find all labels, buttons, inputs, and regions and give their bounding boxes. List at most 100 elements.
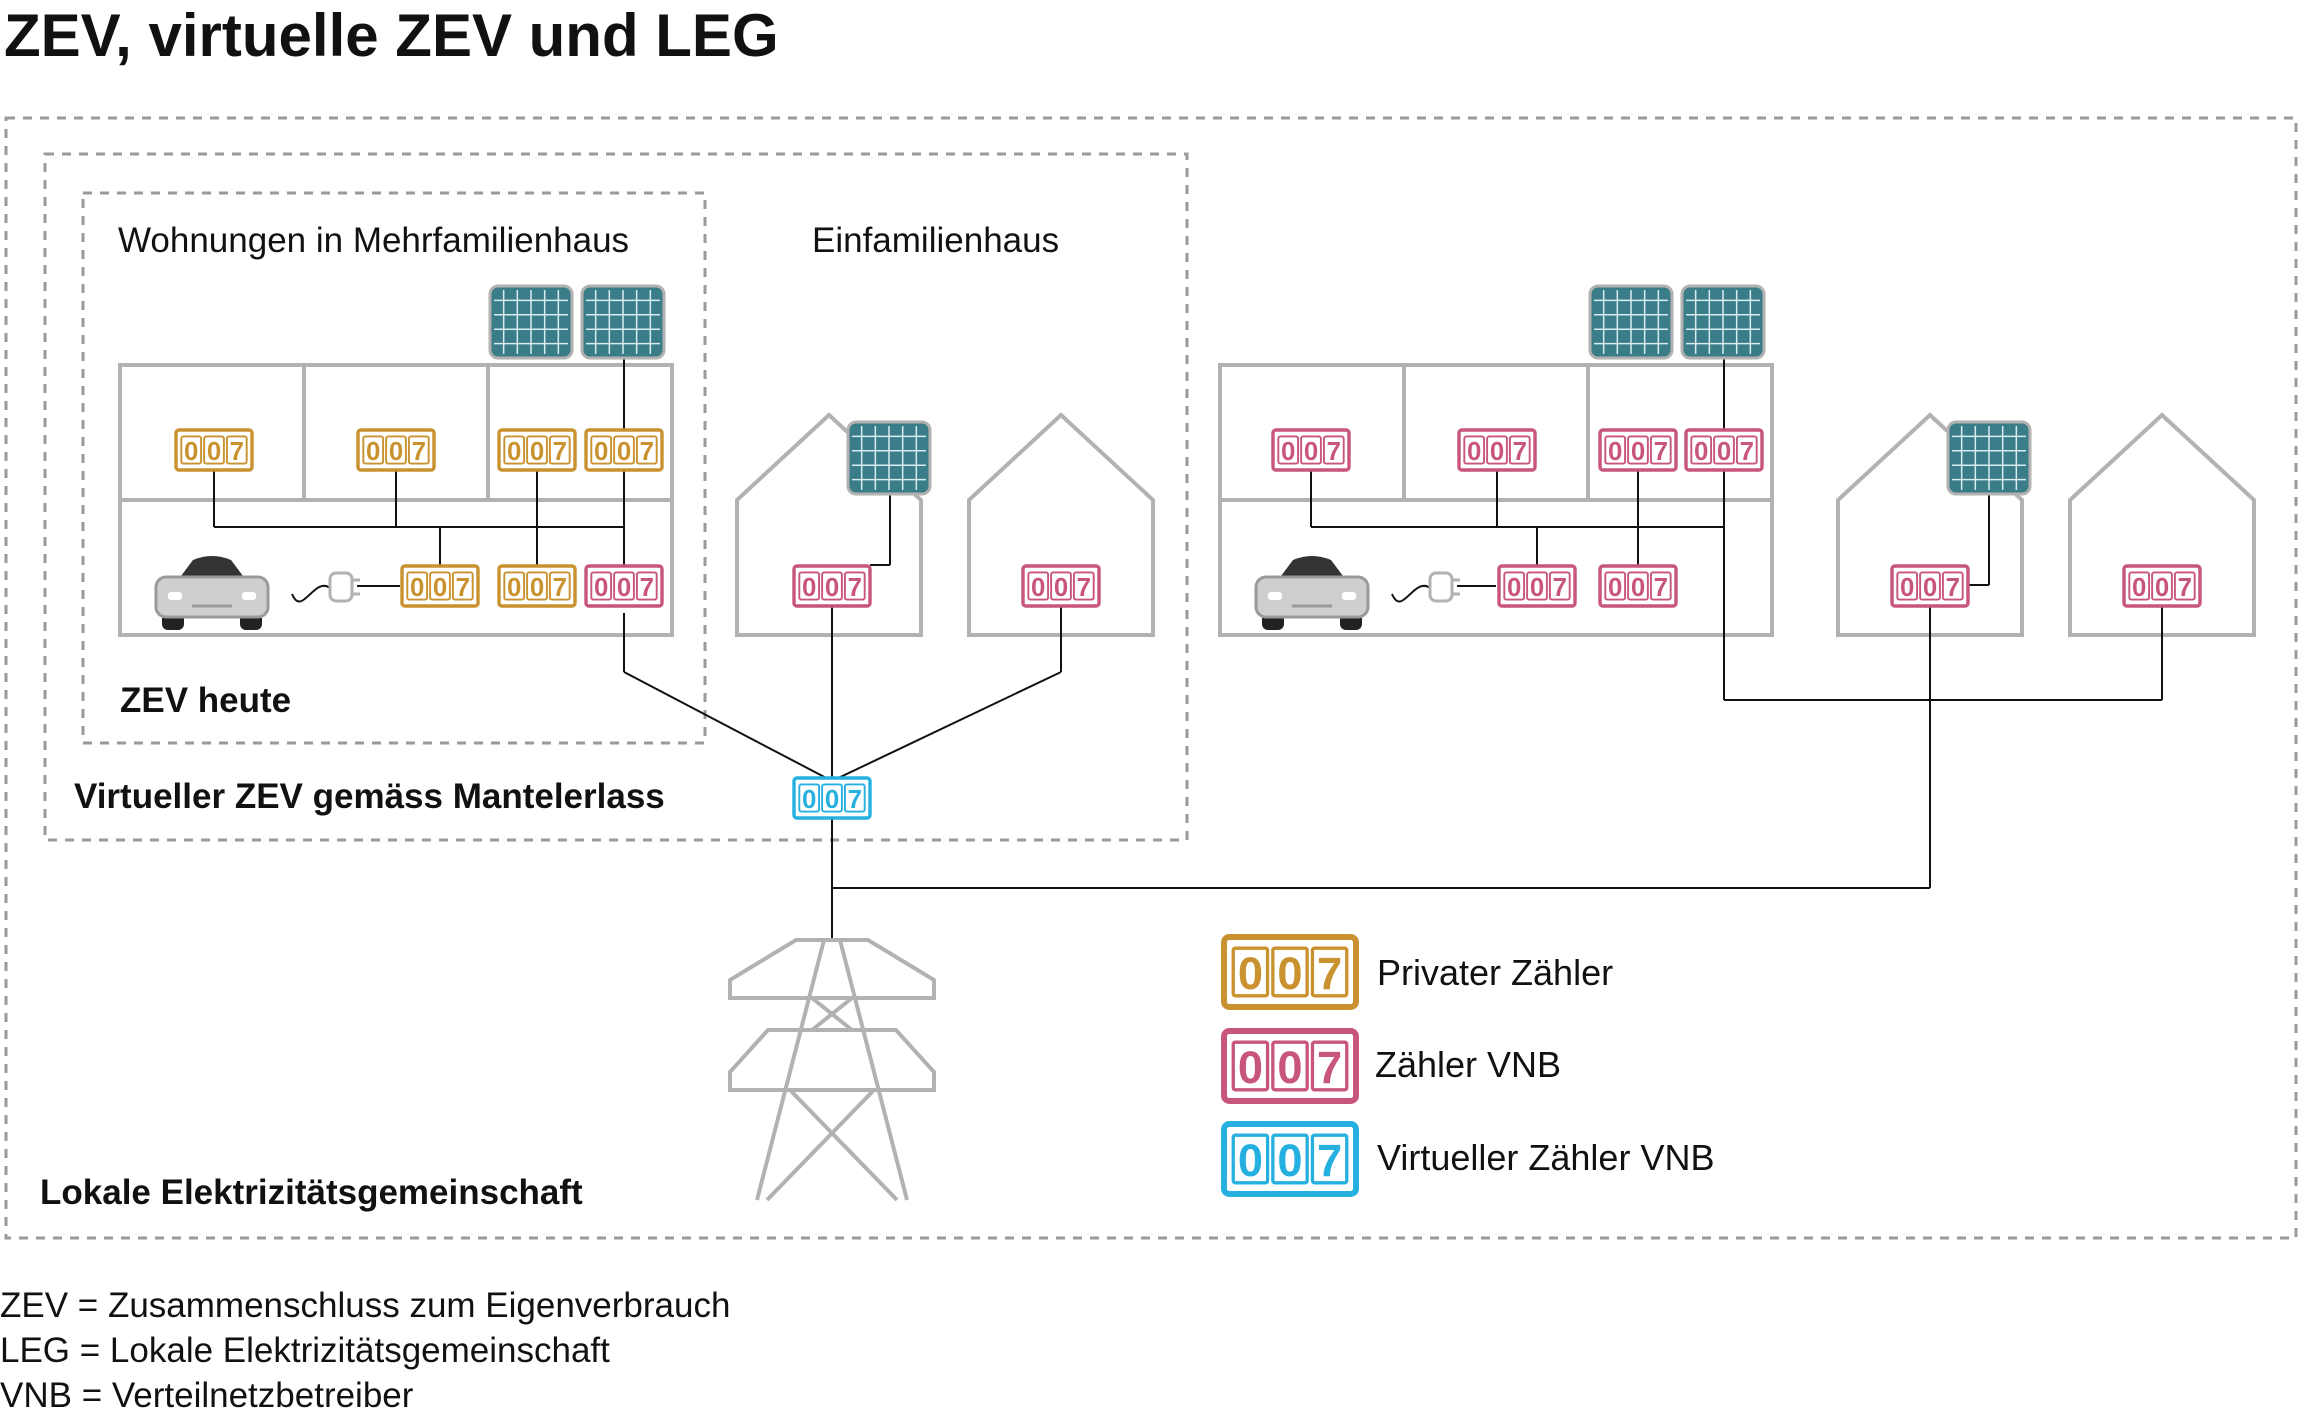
meter-digit: 0 [1238,948,1263,999]
footnote-leg: LEG = Lokale Elektrizitätsgemeinschaft [0,1331,610,1370]
meter-digit: 0 [410,574,424,602]
meter-digit: 0 [1277,1042,1302,1093]
boundaries [4,116,2298,1240]
solar-panel-icon [846,420,932,496]
leg-boundary [4,116,2298,1240]
footnote-vnb: VNB = Verteilnetzbetreiber [0,1376,414,1415]
meter-digit: 0 [825,574,839,602]
legend-label-vnb-meter: Zähler VNB [1375,1044,1561,1085]
meter-digit: 7 [640,438,654,466]
meter-digit: 7 [2178,574,2192,602]
house-2 [967,412,1155,637]
meter-digit: 7 [848,786,862,814]
meter-digit: 0 [433,574,447,602]
meter-digit: 7 [456,574,470,602]
meter-digit: 0 [1281,438,1295,466]
meter-digit: 0 [1694,438,1708,466]
meter-digit: 0 [617,574,631,602]
meter-digit: 0 [1923,574,1937,602]
meter-digit: 7 [553,574,567,602]
meter-digit: 7 [1077,574,1091,602]
meter-digit: 7 [1513,438,1527,466]
car-icon [1254,556,1370,630]
charging-cables [291,584,1496,603]
meter-digit: 0 [1490,438,1504,466]
meter-digit: 0 [594,574,608,602]
meter-digit: 0 [1608,574,1622,602]
meter-digit: 0 [1054,574,1068,602]
meter-digit: 7 [1946,574,1960,602]
meter-digit: 0 [1530,574,1544,602]
label-zev-today: ZEV heute [120,681,291,720]
meter-digit: 0 [1304,438,1318,466]
meter-digit: 7 [1327,438,1341,466]
solar-panel-icon [580,284,666,360]
meter-digit: 0 [207,438,221,466]
meter-digit: 7 [230,438,244,466]
label-leg: Lokale Elektrizitätsgemeinschaft [40,1173,583,1212]
meter-digit: 0 [802,786,816,814]
meter-digit: 0 [507,574,521,602]
meter-digit: 7 [1654,574,1668,602]
meter-digit: 0 [184,438,198,466]
meter-digit: 7 [1317,1135,1342,1186]
plug-icon [328,571,360,603]
meter-digit: 0 [507,438,521,466]
wires [213,358,2163,940]
label-virtual-zev: Virtueller ZEV gemäss Mantelerlass [74,777,665,816]
page-title: ZEV, virtuelle ZEV und LEG [4,2,779,69]
meter-digit: 0 [1507,574,1521,602]
label-apartments: Wohnungen in Mehrfamilienhaus [118,221,629,260]
meter-digit: 0 [617,438,631,466]
meter-digit: 0 [802,574,816,602]
meter-digit: 7 [412,438,426,466]
legend-label-virtual-meter: Virtueller Zähler VNB [1377,1137,1714,1178]
solar-panel-icon [1946,420,2032,496]
meter-digit: 0 [2132,574,2146,602]
solar-panels [488,284,2032,496]
meter-digit: 0 [1238,1135,1263,1186]
meter-digit: 7 [1553,574,1567,602]
solar-panel-icon [488,284,574,360]
meter-digit: 0 [1277,948,1302,999]
meter-digit: 0 [1467,438,1481,466]
meter-digit: 7 [640,574,654,602]
solar-panel-icon [1588,284,1674,360]
meter-digit: 0 [366,438,380,466]
footnote-zev: ZEV = Zusammenschluss zum Eigenverbrauch [0,1286,730,1325]
meter-digit: 0 [1238,1042,1263,1093]
meter-digit: 0 [1277,1135,1302,1186]
virtual-zev-boundary [43,152,1189,842]
meter-digit: 0 [1031,574,1045,602]
meter-digit: 0 [825,786,839,814]
meter-digit: 0 [1717,438,1731,466]
meter-digit: 7 [1317,1042,1342,1093]
meter-digit: 0 [2155,574,2169,602]
power-pylon-icon [728,938,936,1202]
meter-digit: 0 [1900,574,1914,602]
house-4 [2068,412,2256,637]
zev-today-boundary [81,191,707,745]
meter-digit: 0 [1631,438,1645,466]
meter-digit: 7 [1654,438,1668,466]
